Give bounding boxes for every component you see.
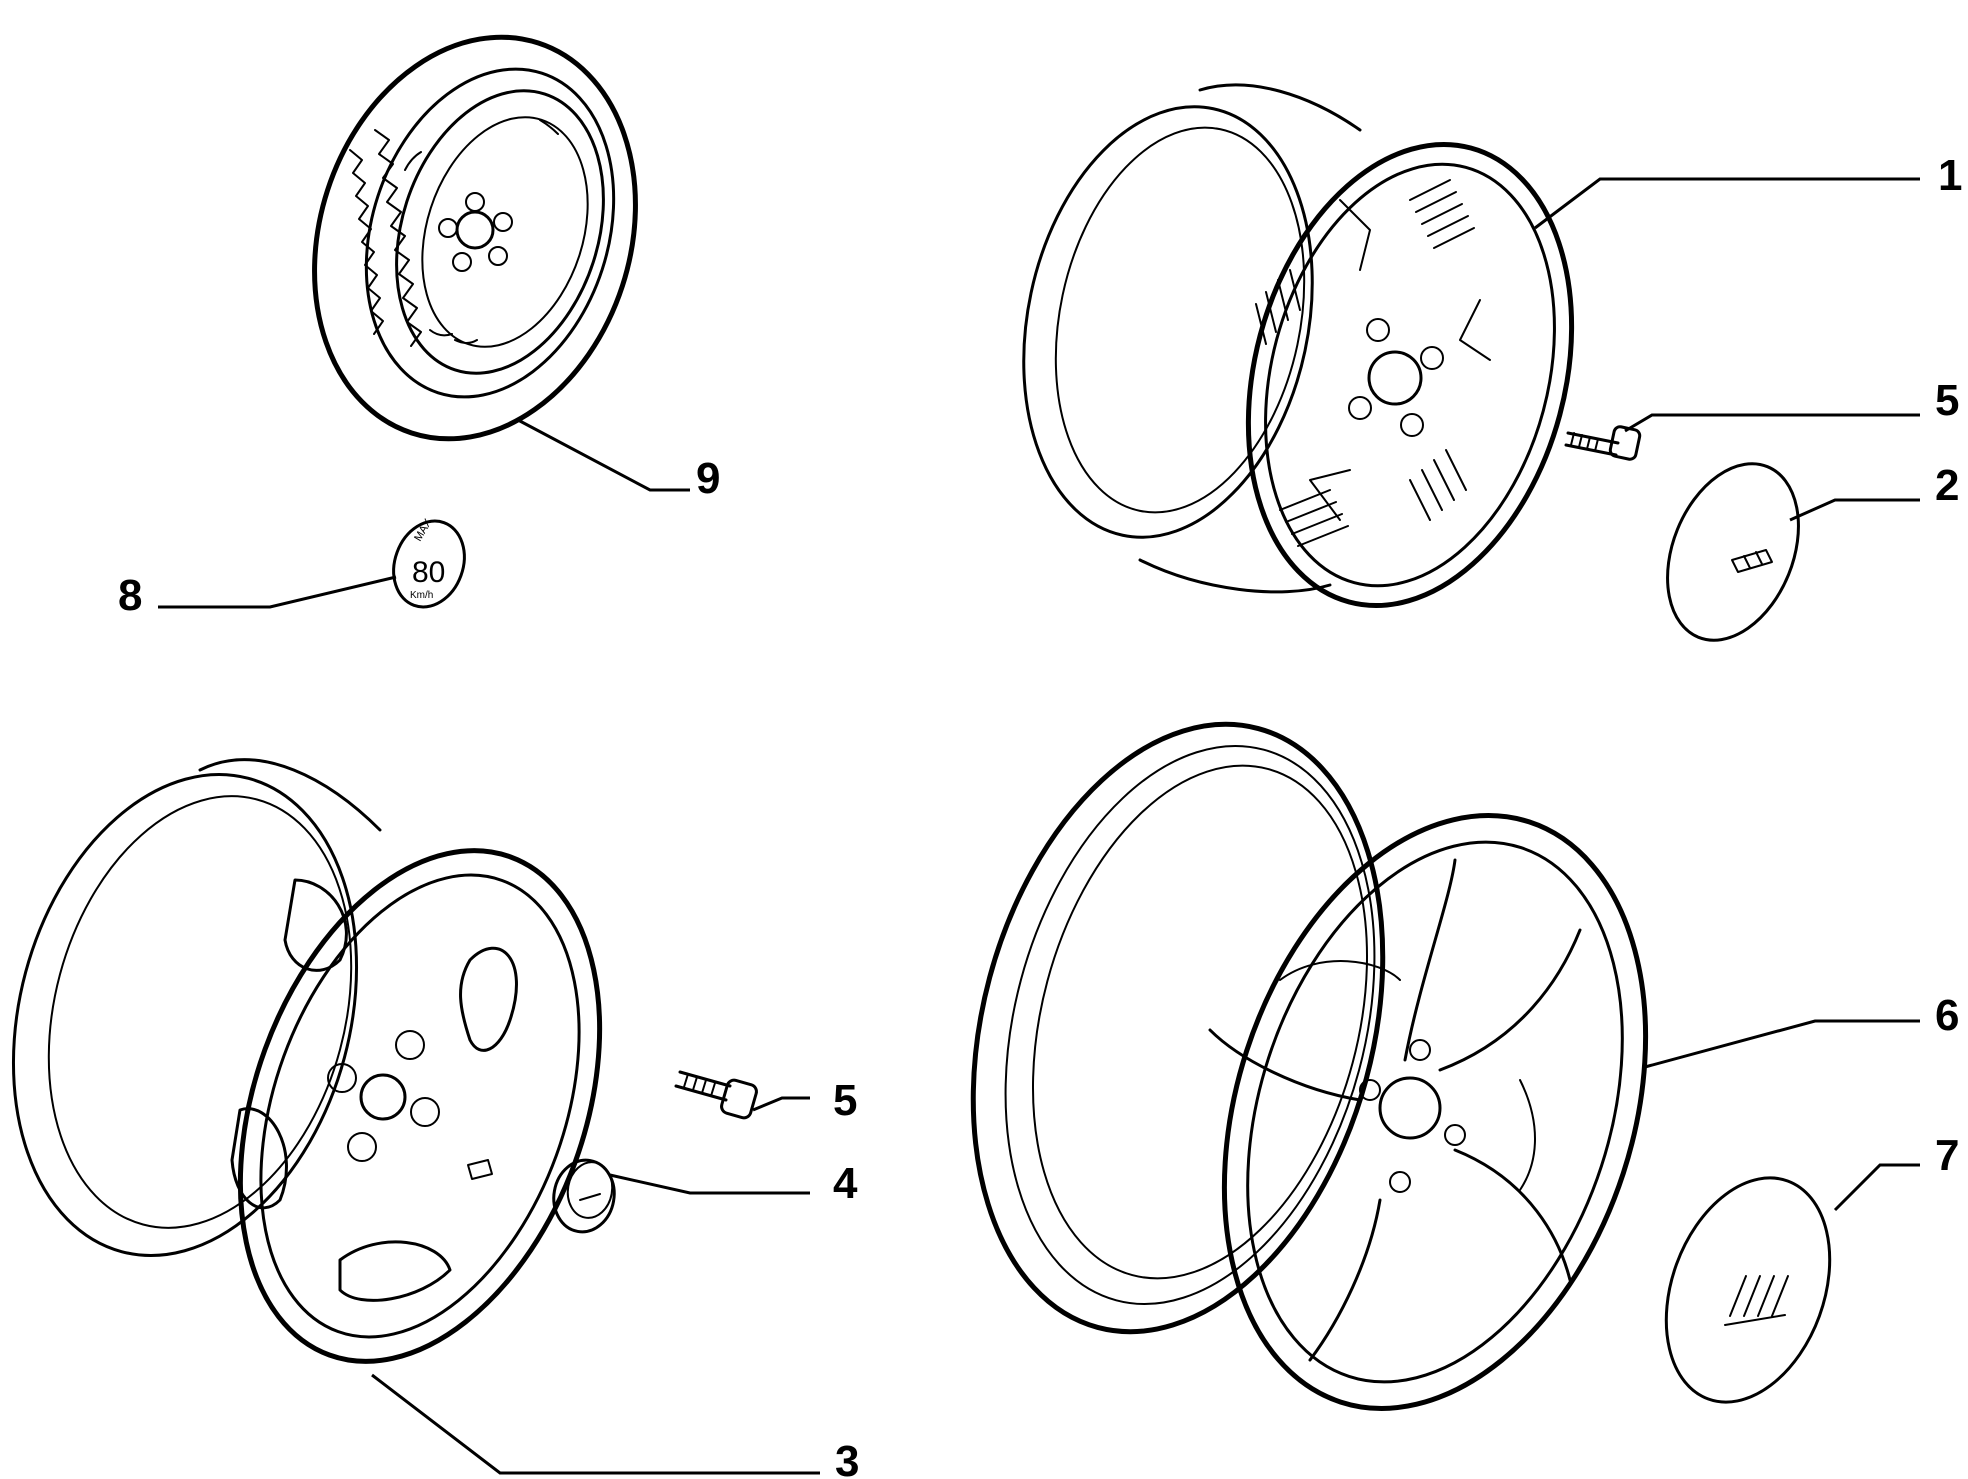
leader-line-6 — [1644, 1019, 1920, 1069]
leader-line-8 — [158, 575, 397, 609]
steel-wheel-part-1 — [1022, 83, 1575, 609]
centre-cap-part-4 — [552, 1158, 616, 1234]
speed-badge-value: 80 — [412, 556, 445, 589]
hub-cap-part-7 — [1664, 1176, 1832, 1404]
wheel-bolt-part-5-bottom — [674, 1070, 758, 1120]
leader-line-3 — [371, 1373, 820, 1475]
callout-1: 1 — [1938, 151, 1962, 200]
callout-3: 3 — [835, 1437, 859, 1479]
hub-cap-part-2 — [1666, 462, 1800, 642]
leader-line-1 — [1534, 177, 1920, 230]
leader-lines — [158, 177, 1920, 1475]
callout-4: 4 — [833, 1159, 858, 1208]
callout-7: 7 — [1935, 1131, 1959, 1180]
leader-line-7 — [1833, 1163, 1920, 1212]
callout-5-bottom: 5 — [833, 1076, 857, 1125]
speed-badge-part-8: MAX 80 Km/h — [392, 516, 466, 609]
spare-wheel-part-9 — [312, 34, 638, 442]
callout-9: 9 — [696, 454, 720, 503]
alloy-wheel-part-3 — [11, 758, 603, 1364]
leader-line-5-top — [1624, 413, 1920, 433]
leader-line-2 — [1789, 498, 1920, 522]
leader-line-9 — [517, 418, 690, 492]
callout-8: 8 — [118, 571, 142, 620]
leader-line-4 — [609, 1173, 810, 1195]
callout-5-top: 5 — [1935, 376, 1959, 425]
callout-6: 6 — [1935, 991, 1959, 1040]
wheel-bolt-part-5-top — [1564, 425, 1642, 461]
speed-badge-unit: Km/h — [410, 590, 433, 601]
alloy-wheel-part-6 — [970, 721, 1649, 1411]
callout-numbers: 1 5 2 9 8 5 4 3 6 7 — [118, 151, 1962, 1479]
leader-line-5-bottom — [752, 1096, 810, 1112]
callout-2: 2 — [1935, 461, 1959, 510]
